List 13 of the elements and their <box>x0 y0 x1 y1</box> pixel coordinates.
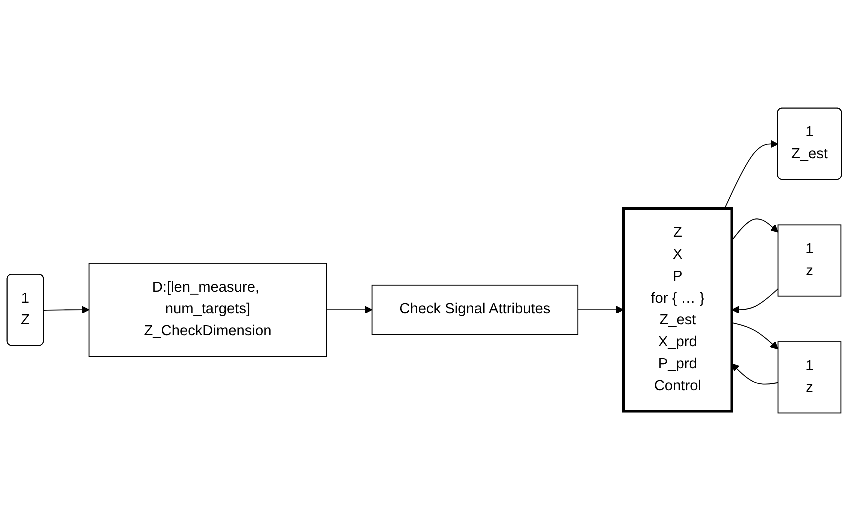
node-box: 1 z <box>778 341 842 414</box>
arrow <box>732 363 779 385</box>
node-box: Z X P for { … } Z_est X_prd P_prd Control <box>622 207 734 412</box>
arrow <box>44 306 90 314</box>
arrow <box>732 218 779 241</box>
arrow <box>578 306 624 314</box>
arrow <box>326 306 373 314</box>
node-box: 1 z <box>778 224 842 297</box>
arrow <box>732 288 779 314</box>
node-box: D:[len_measure, num_targets] Z_CheckDimension <box>88 262 328 357</box>
node-box: Check Signal Attributes <box>372 284 579 335</box>
arrow <box>732 322 779 350</box>
arrow <box>724 140 779 209</box>
